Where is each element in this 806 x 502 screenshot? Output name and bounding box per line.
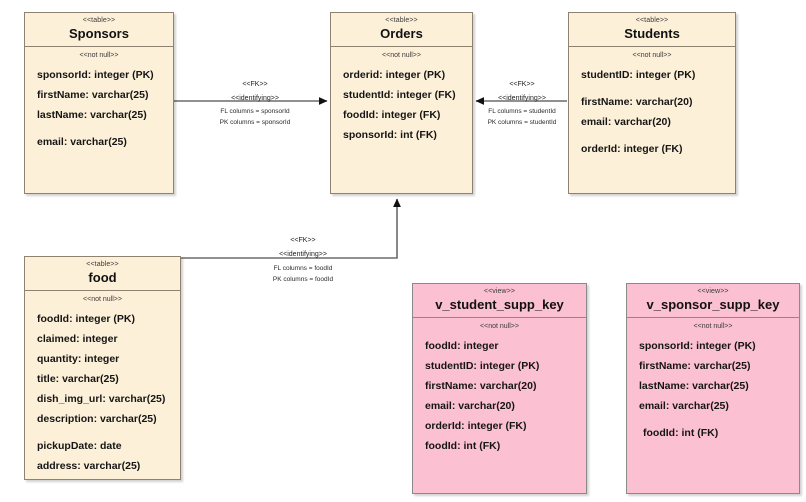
attribute-row: pickupDate: date (37, 440, 122, 452)
entity-body-students: <<not null>> studentID: integer (PK) fir… (569, 47, 735, 159)
attribute-row: lastName: varchar(25) (639, 380, 749, 392)
relationship-label-fkcols-students-orders: FL columns = studentId (488, 108, 556, 115)
entity-stereotype: <<table>> (635, 17, 669, 24)
entity-stereotype: <<view>> (697, 288, 729, 295)
relationship-label-identifying-students-orders: <<identifying>> (498, 95, 546, 102)
entity-title: food (88, 270, 117, 285)
relationship-label-identifying-food-orders: <<identifying>> (279, 251, 327, 258)
entity-sponsors[interactable]: <<table>> Sponsors <<not null>> sponsorI… (24, 12, 174, 194)
attribute-row: sponsorId: integer (PK) (639, 340, 756, 352)
entity-body-v-student-supp-key: <<not null>> foodId: integer studentID: … (413, 318, 586, 456)
attribute-row: foodId: int (FK) (425, 440, 501, 452)
entity-stereotype: <<table>> (82, 17, 116, 24)
entity-header-v-student-supp-key: <<view>> v_student_supp_key (413, 284, 586, 318)
relationship-label-pkcols-food-orders: PK columns = foodId (272, 276, 334, 283)
attribute-row: foodId: int (FK) (643, 427, 719, 439)
attribute-row: orderId: integer (FK) (581, 143, 683, 155)
attribute-row: lastName: varchar(25) (37, 109, 147, 121)
entity-title: Orders (380, 26, 423, 41)
entity-header-orders: <<table>> Orders (331, 13, 472, 47)
entity-v-sponsor-supp-key[interactable]: <<view>> v_sponsor_supp_key <<not null>>… (626, 283, 800, 494)
attribute-row: email: varchar(25) (37, 136, 127, 148)
attribute-row: email: varchar(20) (425, 400, 515, 412)
relationship-label-fk-sponsors-orders: <<FK>> (242, 81, 268, 88)
entity-v-student-supp-key[interactable]: <<view>> v_student_supp_key <<not null>>… (412, 283, 587, 494)
entity-constraint: <<not null>> (382, 52, 421, 59)
attribute-row: studentID: integer (PK) (581, 69, 696, 81)
attribute-row: studentId: integer (FK) (343, 89, 456, 101)
relationship-label-fk-food-orders: <<FK>> (290, 237, 316, 244)
attribute-row: sponsorId: integer (PK) (37, 69, 154, 81)
entity-title: v_student_supp_key (435, 297, 564, 312)
relationship-label-pkcols-sponsors-orders: PK columns = sponsorId (219, 119, 291, 126)
attribute-row: sponsorId: int (FK) (343, 129, 437, 141)
attribute-row: firstName: varchar(20) (425, 380, 537, 392)
attribute-row: quantity: integer (37, 353, 120, 365)
entity-constraint: <<not null>> (632, 52, 672, 59)
entity-body-food: <<not null>> foodId: integer (PK) claime… (25, 291, 180, 476)
attribute-row: firstName: varchar(20) (581, 96, 693, 108)
attribute-row: claimed: integer (37, 333, 118, 345)
attribute-row: email: varchar(25) (639, 400, 729, 412)
attribute-row: firstName: varchar(25) (37, 89, 149, 101)
entity-title: Students (624, 26, 680, 41)
relationship-label-fkcols-food-orders: FL columns = foodId (273, 265, 333, 272)
entity-orders[interactable]: <<table>> Orders <<not null>> orderid: i… (330, 12, 473, 194)
entity-constraint: <<not null>> (83, 296, 122, 303)
entity-header-food: <<table>> food (25, 257, 180, 291)
relationship-label-pkcols-students-orders: PK columns = studentId (487, 119, 557, 126)
entity-constraint: <<not null>> (79, 52, 119, 59)
relationship-label-identifying-sponsors-orders: <<identifying>> (231, 95, 279, 102)
entity-body-sponsors: <<not null>> sponsorId: integer (PK) fir… (25, 47, 173, 152)
attribute-row: orderId: integer (FK) (425, 420, 527, 432)
attribute-row: title: varchar(25) (37, 373, 119, 385)
entity-students[interactable]: <<table>> Students <<not null>> studentI… (568, 12, 736, 194)
entity-stereotype: <<table>> (385, 17, 418, 24)
entity-title: v_sponsor_supp_key (646, 297, 780, 312)
connector-food-orders (181, 198, 401, 259)
entity-constraint: <<not null>> (480, 323, 519, 330)
relationship-label-fkcols-sponsors-orders: FL columns = sponsorId (220, 108, 290, 115)
entity-title: Sponsors (69, 26, 129, 41)
entity-constraint: <<not null>> (693, 323, 733, 330)
entity-body-v-sponsor-supp-key: <<not null>> sponsorId: integer (PK) fir… (627, 318, 799, 443)
entity-header-sponsors: <<table>> Sponsors (25, 13, 173, 47)
attribute-row: address: varchar(25) (37, 460, 141, 472)
attribute-row: description: varchar(25) (37, 413, 157, 425)
attribute-row: foodId: integer (FK) (343, 109, 441, 121)
attribute-row: firstName: varchar(25) (639, 360, 751, 372)
entity-header-v-sponsor-supp-key: <<view>> v_sponsor_supp_key (627, 284, 799, 318)
entity-stereotype: <<view>> (483, 288, 516, 295)
attribute-row: studentID: integer (PK) (425, 360, 540, 372)
attribute-row: email: varchar(20) (581, 116, 671, 128)
entity-stereotype: <<table>> (86, 261, 119, 268)
entity-body-orders: <<not null>> orderid: integer (PK) stude… (331, 47, 472, 145)
attribute-row: dish_img_url: varchar(25) (37, 393, 166, 405)
relationship-label-fk-students-orders: <<FK>> (509, 81, 535, 88)
entity-header-students: <<table>> Students (569, 13, 735, 47)
attribute-row: foodId: integer (PK) (37, 313, 135, 325)
attribute-row: foodId: integer (425, 340, 499, 352)
entity-food[interactable]: <<table>> food <<not null>> foodId: inte… (24, 256, 181, 480)
attribute-row: orderid: integer (PK) (343, 69, 446, 81)
